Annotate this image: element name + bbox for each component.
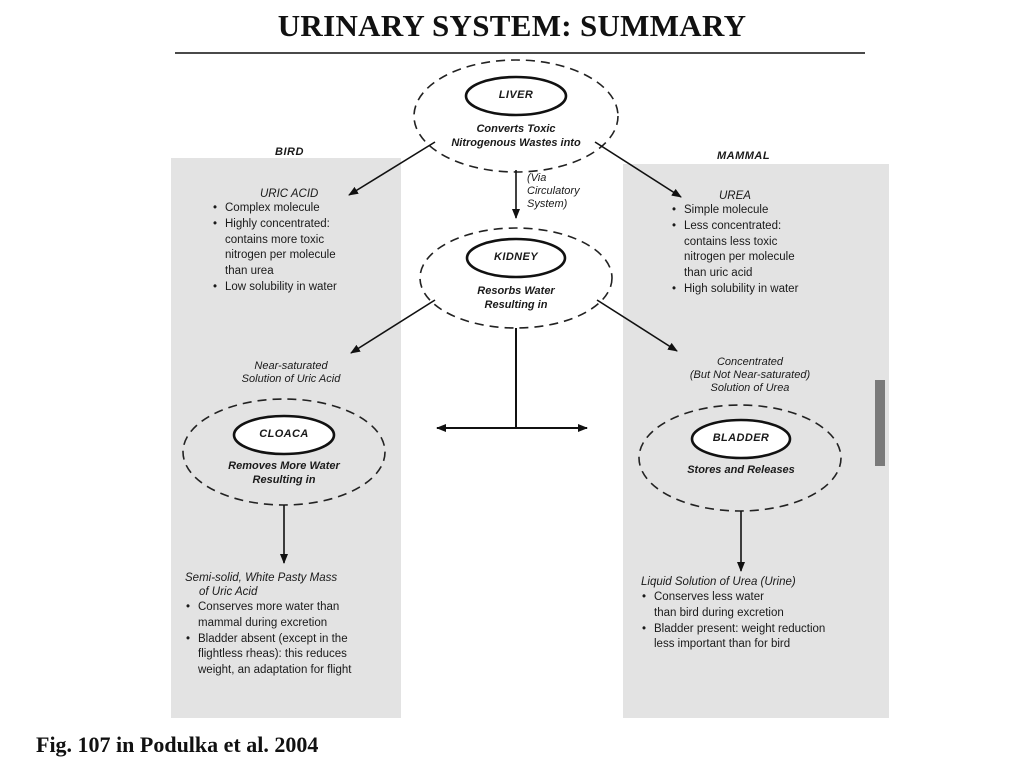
diagram-graphics xyxy=(182,59,842,572)
liver-oval xyxy=(464,75,568,117)
figure-scan: BIRD MAMMAL LIVER Converts Toxic Nitroge… xyxy=(165,48,892,720)
arrow-liver-to-uric-acid xyxy=(348,141,436,196)
urea-list: Simple molecule Less concentrated:contai… xyxy=(671,203,871,298)
bird-result-block: Semi-solid, White Pasty Mass of Uric Aci… xyxy=(185,571,400,679)
kidney-description: Resorbs Water Resulting in xyxy=(477,285,555,311)
kidney-ellipse xyxy=(419,227,613,329)
uric-acid-block: URIC ACID Complex molecule Highly concen… xyxy=(212,188,392,296)
mammal-solution-label: Concentrated (But Not Near-saturated) So… xyxy=(689,356,811,394)
scan-edge-mark xyxy=(875,380,885,466)
figure-caption: Fig. 107 in Podulka et al. 2004 xyxy=(36,732,319,757)
bird-result-heading: Semi-solid, White Pasty Mass of Uric Aci… xyxy=(185,572,338,598)
urea-item: High solubility in water xyxy=(671,282,871,298)
mammal-result-block: Liquid Solution of Urea (Urine) Conserve… xyxy=(641,575,861,653)
arrow-kidney-to-bird xyxy=(350,299,436,354)
kidney-label: KIDNEY xyxy=(494,251,538,263)
slide-title: URINARY SYSTEM: SUMMARY xyxy=(277,8,747,43)
bladder-oval xyxy=(690,418,792,460)
urea-item: Less concentrated:contains less toxicnit… xyxy=(671,219,871,282)
urea-block: UREA Simple molecule Less concentrated:c… xyxy=(671,190,871,298)
urea-heading: UREA xyxy=(719,190,751,202)
arrow-liver-to-urea xyxy=(594,141,682,198)
cloaca-description: Removes More Water Resulting in xyxy=(228,460,340,486)
bird-header: BIRD xyxy=(275,146,304,158)
cloaca-label: CLOACA xyxy=(259,428,309,440)
divider-line xyxy=(175,52,865,54)
liver-description: Converts Toxic Nitrogenous Wastes into xyxy=(451,123,581,149)
uric-acid-item: Highly concentrated:contains more toxicn… xyxy=(212,217,392,280)
uric-acid-heading: URIC ACID xyxy=(260,188,319,200)
uric-acid-item: Complex molecule xyxy=(212,201,392,217)
mammal-result-heading: Liquid Solution of Urea (Urine) xyxy=(641,576,796,588)
via-circulatory-label: (Via Circulatory System) xyxy=(527,172,580,210)
cloaca-oval xyxy=(232,414,336,456)
uric-acid-item: Low solubility in water xyxy=(212,280,392,296)
bird-result-item: Bladder absent (except in theflightless … xyxy=(185,632,400,679)
bladder-description: Stores and Releases xyxy=(687,464,795,476)
liver-label: LIVER xyxy=(498,89,534,101)
bladder-ellipse xyxy=(638,404,842,512)
arrow-kidney-to-mammal xyxy=(596,299,678,352)
uric-acid-list: Complex molecule Highly concentrated:con… xyxy=(212,201,392,296)
bird-solution-label: Near-saturated Solution of Uric Acid xyxy=(241,360,341,385)
mammal-header: MAMMAL xyxy=(717,150,771,162)
kidney-oval xyxy=(465,237,567,279)
bladder-label: BLADDER xyxy=(712,432,770,444)
urea-item: Simple molecule xyxy=(671,203,871,219)
